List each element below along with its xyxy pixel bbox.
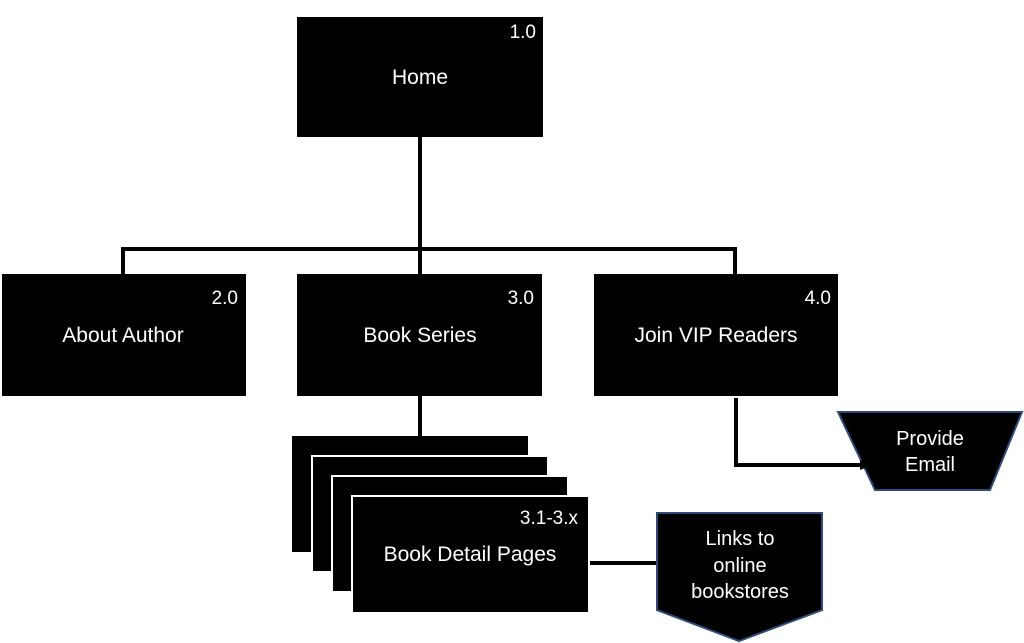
node-home-label: Home — [392, 66, 448, 89]
links-bookstores-line-3: bookstores — [691, 581, 789, 603]
node-join-vip-number: 4.0 — [805, 288, 831, 309]
links-bookstores-shape[interactable]: Links to online bookstores — [656, 512, 823, 643]
node-about-author-label: About Author — [62, 324, 183, 347]
node-about-author-box — [2, 274, 246, 396]
connectors — [121, 136, 866, 565]
node-join-vip-box — [594, 274, 838, 396]
links-bookstores-line-2: online — [713, 555, 766, 577]
arrow-tip-icon — [860, 460, 872, 470]
provide-email-trapezoid — [836, 411, 1024, 491]
provide-email-shape[interactable]: Provide Email — [836, 411, 1024, 491]
node-book-detail-pages[interactable]: 3.1-3.x Book Detail Pages — [292, 436, 590, 614]
node-book-series-box — [297, 274, 542, 396]
links-bookstores-line-1: Links to — [706, 528, 775, 550]
provide-email-line-2: Email — [905, 454, 955, 476]
node-home-box — [297, 17, 543, 137]
node-book-series-number: 3.0 — [508, 288, 534, 309]
node-book-series[interactable]: 3.0 Book Series — [297, 274, 542, 396]
connector-vip-to-email — [734, 398, 866, 467]
node-home-number: 1.0 — [510, 22, 536, 43]
node-about-author-number: 2.0 — [212, 288, 238, 309]
detail-stack-front — [351, 495, 590, 614]
node-home[interactable]: 1.0 Home — [297, 17, 543, 137]
node-book-detail-label: Book Detail Pages — [384, 543, 557, 566]
links-bookstores-pentagon — [656, 512, 823, 643]
node-about-author[interactable]: 2.0 About Author — [2, 274, 246, 396]
node-join-vip-readers[interactable]: 4.0 Join VIP Readers — [594, 274, 838, 396]
provide-email-line-1: Provide — [896, 428, 964, 450]
node-join-vip-label: Join VIP Readers — [634, 324, 797, 347]
node-book-detail-number: 3.1-3.x — [520, 508, 579, 529]
node-book-series-label: Book Series — [363, 324, 476, 347]
